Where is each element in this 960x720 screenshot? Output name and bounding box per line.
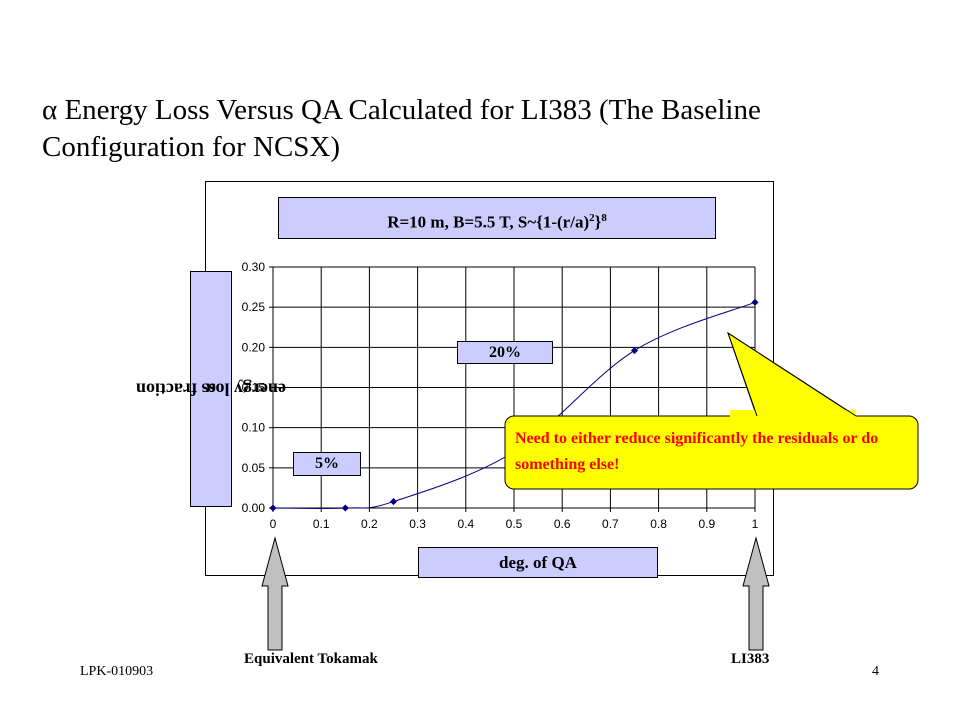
y-tick-label: 0.25 [242,300,266,314]
y-tick-label: 0.10 [242,421,266,435]
callout-layer [504,331,919,490]
x-tick-label: 0.3 [409,517,426,531]
li383-label: LI383 [731,651,770,667]
tick-labels: 0 0.1 0.2 0.3 0.4 0.5 0.6 0.7 0.8 0.9 1 0.00 0.05 0.1… [242,260,759,531]
callout-bubble [504,415,919,490]
percent-5-label: 5% [293,452,361,476]
y-tick-label: 0.05 [242,461,266,475]
data-point [751,298,759,306]
callout-edge [727,332,758,417]
arrows-layer [261,536,770,651]
data-point [269,504,277,512]
y-tick-label: 0.30 [242,260,266,274]
callout-edge [727,332,857,417]
footer-id: LPK-010903 [80,664,154,679]
callout-text: Need to either reduce significantly the … [515,430,879,473]
x-tick-label: 1 [752,517,759,531]
x-tick-label: 0.6 [554,517,571,531]
x-tick-label: 0.4 [457,517,474,531]
x-tick-label: 0.2 [361,517,378,531]
x-tick-label: 0 [270,517,277,531]
chart-title: R=10 m, B=5.5 T, S~{1-(r/a)2}8 [278,197,716,239]
equivalent-tokamak-label: Equivalent Tokamak [244,651,378,667]
y-axis-label-box: α energy loss fraction [136,271,286,507]
x-axis-label: deg. of QA [418,547,658,578]
page-number: 4 [872,664,879,679]
data-point [630,347,639,355]
arrow-up-tokamak [261,536,289,651]
x-tick-label: 0.9 [698,517,715,531]
x-tick-label: 0.1 [313,517,330,531]
y-tick-label: 0.15 [242,381,266,395]
percent-20-label: 20% [457,341,553,364]
x-tick-label: 0.5 [506,517,523,531]
x-tick-label: 0.8 [650,517,667,531]
y-tick-label: 0.20 [242,340,266,354]
data-point [389,498,398,506]
x-tick-label: 0.7 [602,517,619,531]
arrow-up-li383 [742,536,770,651]
y-tick-label: 0.00 [242,501,266,515]
data-point [341,504,349,512]
callout-join [730,410,856,418]
slide-title: α Energy Loss Versus QA Calculated for L… [42,94,761,163]
